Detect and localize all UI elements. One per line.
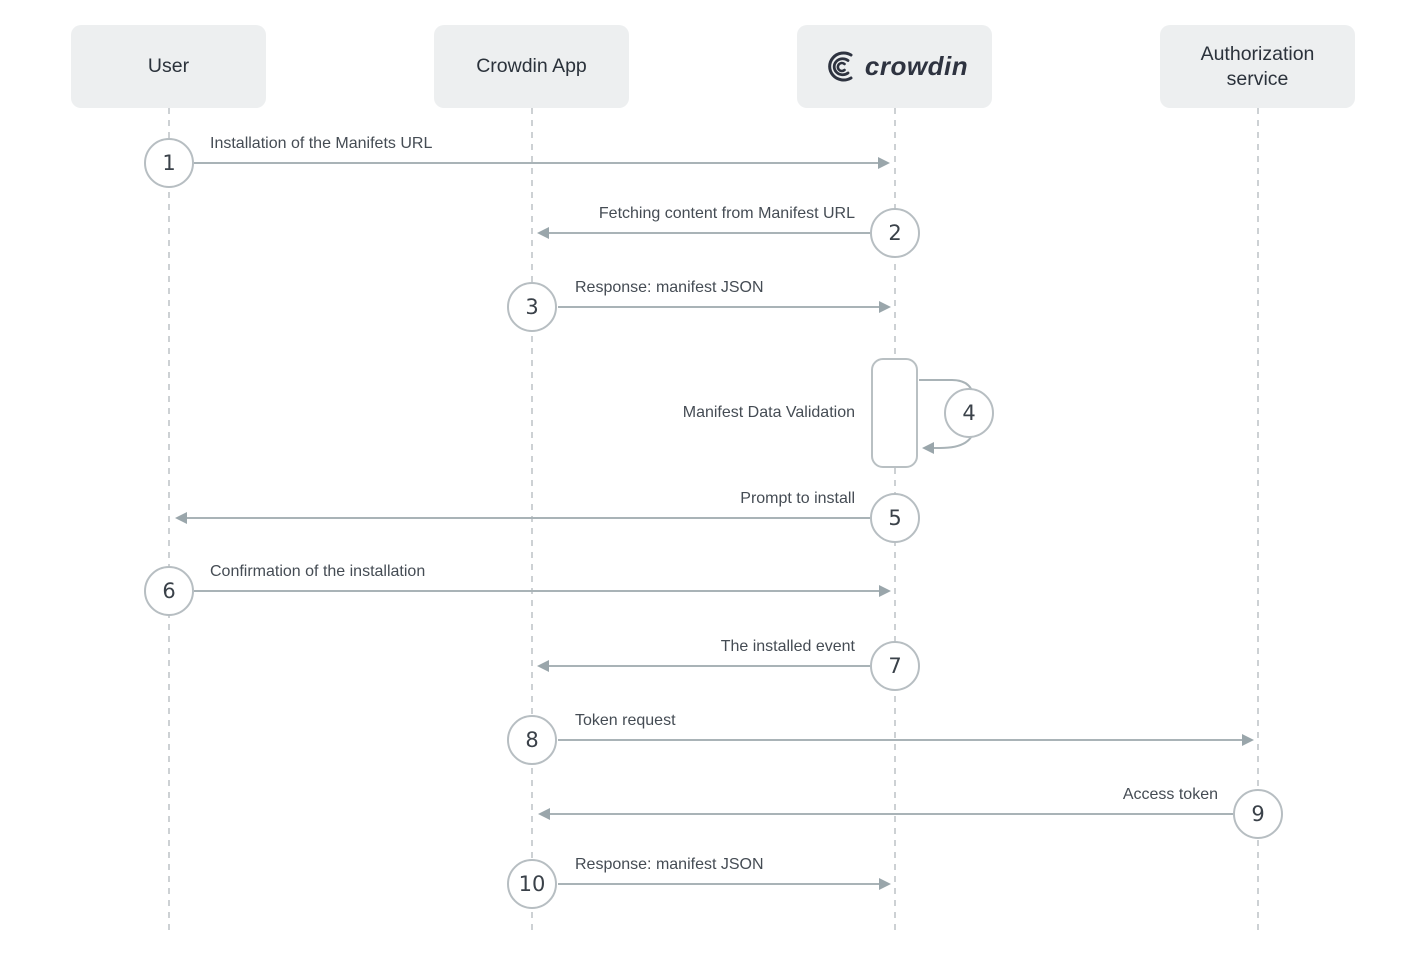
message-label: Fetching content from Manifest URL — [598, 205, 855, 222]
actor-box-authorization-service: Authorization service — [1160, 25, 1355, 108]
message-label: Manifest Data Validation — [682, 404, 855, 421]
step-number-circle: 10 — [507, 859, 557, 909]
step-number: 2 — [888, 221, 902, 245]
arrow-left-icon — [537, 227, 549, 239]
activation-box — [871, 358, 918, 468]
arrow-right-icon — [879, 878, 891, 890]
step-number-circle: 7 — [870, 641, 920, 691]
step-number: 5 — [888, 506, 902, 530]
actor-box-crowdin: crowdin — [797, 25, 992, 108]
message-arrow-line — [187, 517, 870, 519]
step-number: 3 — [525, 295, 539, 319]
arrow-left-icon — [538, 808, 550, 820]
message-label: Installation of the Manifets URL — [210, 135, 433, 152]
step-number-circle: 6 — [144, 566, 194, 616]
step-number: 1 — [162, 151, 176, 175]
arrow-right-icon — [1242, 734, 1254, 746]
step-number-circle: 1 — [144, 138, 194, 188]
crowdin-swirl-icon — [828, 51, 853, 81]
step-number-circle: 2 — [870, 208, 920, 258]
message-label: Access token — [1122, 786, 1218, 803]
step-number-circle: 5 — [870, 493, 920, 543]
message-arrow-line — [550, 813, 1233, 815]
message-arrow-line — [558, 739, 1242, 741]
step-number: 10 — [518, 872, 546, 896]
message-label: Token request — [575, 712, 676, 729]
lifeline-user — [168, 108, 170, 932]
message-arrow-line — [194, 162, 878, 164]
step-number: 4 — [962, 401, 976, 425]
message-arrow-line — [549, 232, 870, 234]
message-label: The installed event — [720, 638, 855, 655]
crowdin-wordmark: crowdin — [864, 51, 969, 81]
lifeline-authorization-service — [1257, 108, 1259, 932]
actor-label-crowdin-app: Crowdin App — [476, 55, 587, 77]
actor-box-user: User — [71, 25, 266, 108]
message-label: Prompt to install — [740, 490, 855, 507]
arrow-right-icon — [879, 585, 891, 597]
actor-box-crowdin-app: Crowdin App — [434, 25, 629, 108]
message-label: Response: manifest JSON — [575, 279, 764, 296]
arrow-right-icon — [878, 157, 890, 169]
arrow-left-icon — [537, 660, 549, 672]
arrow-right-icon — [879, 301, 891, 313]
step-number-circle: 3 — [507, 282, 557, 332]
message-label: Response: manifest JSON — [575, 856, 764, 873]
step-number: 6 — [162, 579, 176, 603]
message-arrow-line — [549, 665, 870, 667]
actor-label-user: User — [147, 55, 190, 77]
step-number-circle: 8 — [507, 715, 557, 765]
lifeline-crowdin-app — [531, 108, 533, 932]
arrow-left-icon — [175, 512, 187, 524]
crowdin-logo: crowdin — [821, 50, 968, 84]
message-arrow-line — [558, 306, 879, 308]
message-arrow-line — [194, 590, 879, 592]
step-number-circle: 4 — [944, 388, 994, 438]
step-number: 7 — [888, 654, 902, 678]
step-number: 9 — [1251, 802, 1265, 826]
message-arrow-line — [558, 883, 879, 885]
step-number: 8 — [525, 728, 539, 752]
message-label: Confirmation of the installation — [210, 563, 426, 580]
actor-label-authorization-service: Authorization service — [1200, 42, 1315, 90]
step-number-circle: 9 — [1233, 789, 1283, 839]
